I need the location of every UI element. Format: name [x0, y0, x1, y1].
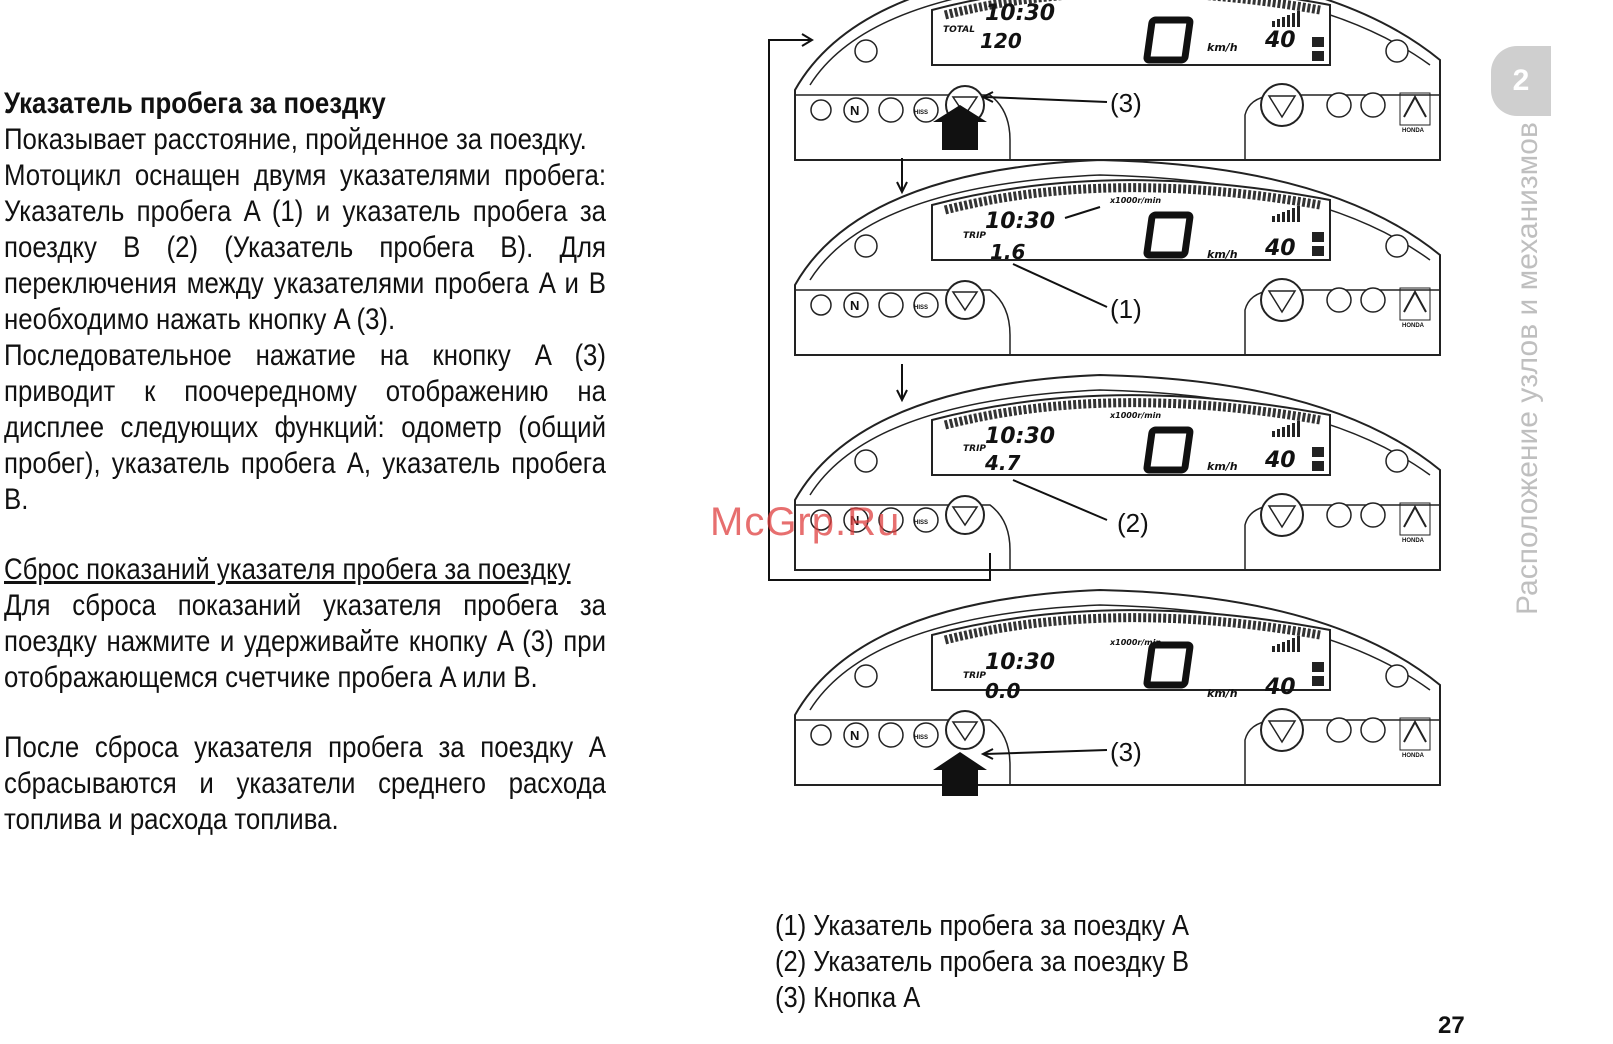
panel-2-n-label: N: [850, 298, 859, 313]
panel-2-hiss-label: HISS: [914, 305, 928, 311]
callout-label-top: (3): [1110, 88, 1142, 118]
reset-heading: Сброс показаний указателя пробега за пое…: [4, 553, 571, 586]
callout-label-trip-b: (2): [1117, 508, 1149, 538]
panel-3-tach-label: x1000r/min: [1109, 411, 1161, 420]
panel-2-mode-label: TRIP: [963, 231, 986, 241]
legend-item-3: (3) Кнопка A: [775, 982, 921, 1014]
panel-2-clock: 10:30: [985, 209, 1055, 234]
panel-3-speed-unit: km/h: [1207, 460, 1238, 473]
panel-4-clock: 10:30: [985, 650, 1055, 675]
panel-1-clock: 10:30: [985, 1, 1055, 26]
after-reset-paragraph: После сброса указателя пробега за поездк…: [4, 731, 606, 836]
panel-4-tach-label: x1000r/min: [1109, 638, 1161, 647]
paragraph-3: Последовательное нажатие на кнопку A (3)…: [4, 339, 606, 516]
legend-item-1: (1) Указатель пробега за поездку A: [775, 910, 1190, 942]
panel-1-mode-label: TOTAL: [943, 25, 975, 35]
tach-pointer-line: [1064, 206, 1101, 219]
page-number: 27: [1438, 1012, 1465, 1039]
panel-1-n-label: N: [850, 103, 859, 118]
chapter-tab: 2: [1491, 46, 1551, 116]
panel-4-speed-unit: km/h: [1207, 687, 1238, 700]
panel-1-distance: 120: [980, 29, 1022, 53]
paragraph-1: Показывает расстояние, пройденное за пое…: [4, 123, 587, 156]
callout-label-trip-a: (1): [1110, 294, 1142, 324]
panel-3-temp: 40: [1264, 448, 1296, 473]
panel-4-brand: HONDA: [1402, 753, 1425, 759]
callout-line-trip-b: [1012, 479, 1108, 521]
panel-2: [795, 160, 1440, 355]
reset-paragraph: Для сброса показаний указателя пробега з…: [4, 589, 606, 694]
panel-4-distance: 0.0: [985, 679, 1021, 703]
panel-2-brand: HONDA: [1402, 323, 1425, 329]
panel-1-hiss-label: HISS: [914, 110, 928, 116]
panel-3-brand: HONDA: [1402, 538, 1425, 544]
panel-3-n-label: N: [850, 513, 859, 528]
callout-arrowhead-top: [980, 91, 994, 103]
text-column: Указатель пробега за поездку Показывает …: [4, 86, 606, 838]
panel-3-mode-label: TRIP: [963, 444, 986, 454]
panel-4-mode-label: TRIP: [963, 671, 986, 681]
panel-1-speed-unit: km/h: [1207, 41, 1238, 54]
callout-line-top: [984, 96, 1108, 103]
paragraph-2: Мотоцикл оснащен двумя указателями пробе…: [4, 159, 606, 336]
flow-connector: [768, 33, 991, 581]
panel-4-hiss-label: HISS: [914, 735, 928, 741]
panel-2-tach-label: x1000r/min: [1109, 196, 1161, 205]
watermark: McGrp.Ru: [710, 500, 901, 544]
panel-1-temp: 40: [1264, 28, 1296, 53]
legend-item-2: (2) Указатель пробега за поездку B: [775, 946, 1190, 978]
panel-2-temp: 40: [1264, 236, 1296, 261]
panel-2-distance: 1.6: [990, 240, 1026, 264]
callout-arrowhead-bottom: [980, 748, 994, 760]
panel-3-clock: 10:30: [985, 424, 1055, 449]
press-arrow-bottom: [933, 752, 987, 796]
callout-line-trip-a: [1012, 263, 1108, 308]
panel-3-distance: 4.7: [984, 451, 1021, 475]
chapter-title-vertical: Расположение узлов и механизмов: [1511, 122, 1544, 615]
panel-1: [795, 0, 1440, 160]
press-arrow-top: [933, 105, 987, 150]
panel-4-temp: 40: [1264, 675, 1296, 700]
panel-3-hiss-label: HISS: [914, 520, 928, 526]
callout-label-bottom: (3): [1110, 737, 1142, 767]
section-heading: Указатель пробега за поездку: [4, 87, 386, 120]
panel-2-speed-unit: km/h: [1207, 248, 1238, 261]
figure-legend: (1) Указатель пробега за поездку A (2) У…: [775, 908, 1189, 1016]
panel-4-n-label: N: [850, 728, 859, 743]
callout-line-bottom: [984, 749, 1108, 755]
panel-1-brand: HONDA: [1402, 128, 1425, 134]
